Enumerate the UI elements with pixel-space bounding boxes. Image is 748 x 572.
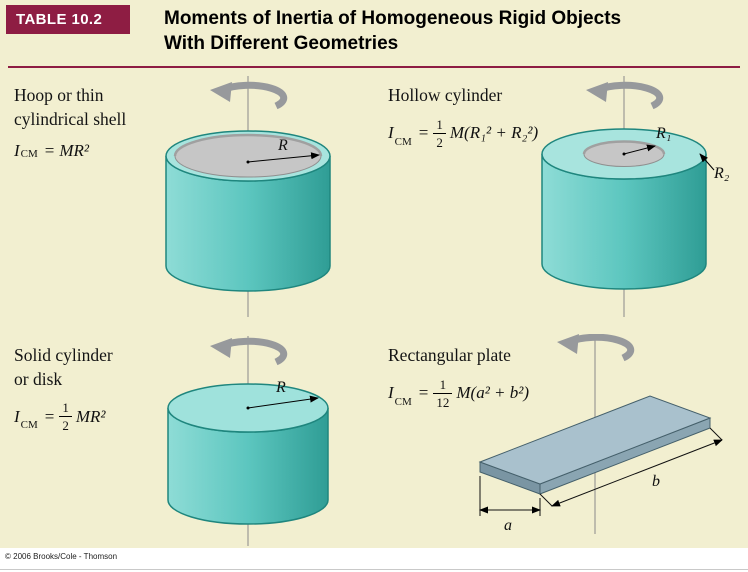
formula-rhs: M(a² + b²)	[456, 383, 530, 403]
formula-rhs: MR²	[59, 141, 90, 161]
radius-label: R	[277, 137, 288, 154]
inner-radius-label: R₁	[655, 125, 671, 142]
formula-symbol: I	[388, 383, 394, 403]
inner-rim-shading	[582, 140, 666, 155]
object-name: Hoop or thin	[14, 85, 104, 105]
solid-cylinder-illustration: R	[167, 336, 329, 546]
rotation-arrowhead	[210, 338, 232, 358]
length-dimension-arrow	[551, 439, 723, 507]
formula-subscript: CM	[20, 419, 38, 432]
equals-sign: =	[44, 406, 55, 426]
rotation-arrow-icon	[596, 81, 664, 110]
table-title: Moments of Inertia of Homogeneous Rigid …	[164, 6, 621, 56]
rotation-arrow-icon	[567, 334, 635, 362]
hollow-cylinder-illustration: R₁ R₂	[541, 76, 730, 317]
dimension-extension-line	[709, 427, 723, 441]
fraction-numerator: 1	[439, 376, 447, 392]
formula-symbol: I	[14, 141, 20, 161]
rotation-arrow-icon	[220, 337, 288, 366]
radius-arrow	[247, 152, 320, 163]
equals-sign: =	[44, 141, 55, 161]
table-number-badge: TABLE 10.2	[6, 5, 130, 34]
radius-arrow	[247, 395, 319, 409]
object-name: or disk	[14, 368, 63, 389]
formula-subscript: CM	[394, 135, 412, 148]
inner-rim-shading	[173, 133, 323, 157]
fraction-numerator: 1	[62, 400, 69, 416]
formula-symbol: I	[14, 406, 20, 426]
object-name: Solid cylinder	[14, 345, 113, 365]
rotation-arrow-icon	[220, 81, 288, 110]
width-label: a	[504, 517, 512, 534]
fraction-denominator: 2	[433, 132, 446, 149]
fraction: 1 2	[433, 118, 446, 149]
rotation-arrowhead	[557, 334, 579, 354]
object-name: Rectangular plate	[388, 345, 511, 365]
radius-label: R	[275, 379, 286, 396]
formula-rhs: MR²	[75, 406, 106, 426]
table-panel: TABLE 10.2 Moments of Inertia of Homogen…	[0, 0, 748, 548]
object-name: cylindrical shell	[14, 108, 127, 129]
equals-sign: =	[418, 383, 429, 403]
hoop-illustration: R	[165, 76, 331, 317]
rotation-arrowhead	[210, 82, 232, 102]
bottom-border	[0, 569, 748, 570]
rotation-arrowhead	[586, 82, 608, 102]
inner-radius-arrow	[623, 144, 656, 155]
outer-radius-arrow	[699, 153, 715, 171]
header-divider	[8, 66, 740, 68]
formula-subscript: CM	[394, 395, 412, 408]
table-title-line1: Moments of Inertia of Homogeneous Rigid …	[164, 8, 622, 29]
fraction-denominator: 12	[433, 392, 453, 409]
formula-rhs: M(R₁² + R₂²)	[449, 123, 539, 143]
fraction: 1 2	[59, 401, 72, 432]
table-title-line2: With Different Geometries	[164, 33, 399, 55]
dimension-extension-line	[539, 493, 553, 507]
formula-symbol: I	[388, 123, 394, 143]
formula-subscript: CM	[20, 148, 38, 161]
length-label: b	[652, 473, 660, 490]
object-name: Hollow cylinder	[388, 85, 503, 105]
outer-radius-label: R₂	[713, 165, 730, 182]
fraction-denominator: 2	[59, 416, 72, 432]
rectangular-plate-illustration: a b	[478, 334, 723, 534]
fraction: 1 12	[433, 376, 453, 409]
equals-sign: =	[418, 123, 429, 143]
fraction-numerator: 1	[436, 116, 443, 132]
copyright-text: © 2006 Brooks/Cole - Thomson	[5, 552, 118, 561]
